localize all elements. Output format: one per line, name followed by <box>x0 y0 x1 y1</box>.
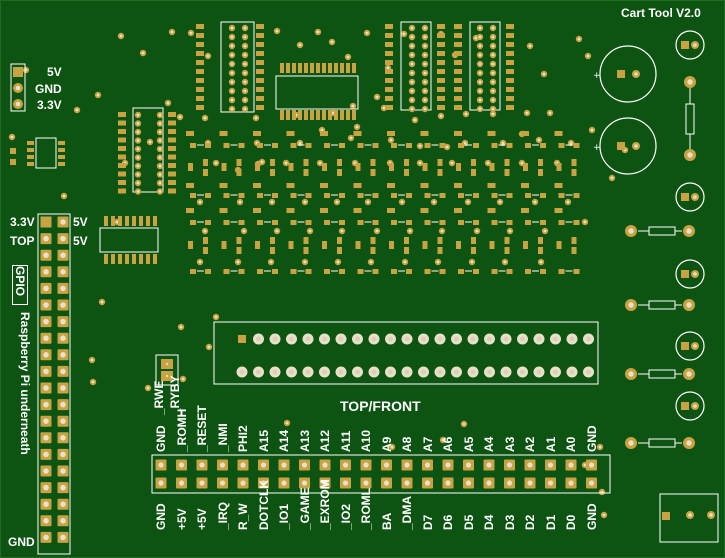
top-pin-label: _NMI <box>215 423 230 452</box>
bottom-pin-label: _EXROM <box>318 479 332 530</box>
bottom-pin-label: _GAME <box>297 487 312 530</box>
bottom-pin-label: _DMA <box>400 495 414 530</box>
top-pin-label: A1 <box>543 436 558 452</box>
bottom-pin-label: D1 <box>543 514 558 530</box>
gpio-label-5v-a: 5V <box>73 215 88 229</box>
bottom-header-outline <box>151 454 611 494</box>
top-pin-label: A9 <box>379 436 394 452</box>
top-pin-label: A6 <box>441 436 455 452</box>
bottom-pin-label: D7 <box>420 514 435 530</box>
led-d5 <box>675 30 705 60</box>
top-pin-label: A12 <box>318 429 332 452</box>
bottom-pin-label: R_W <box>236 503 250 530</box>
bottom-pin-label: GND <box>154 503 168 530</box>
top-pin-label: A0 <box>564 436 578 452</box>
gpio-label-3v3: 3.3V <box>10 215 35 229</box>
cartridge-connector-outline <box>213 321 599 385</box>
bottom-pin-label: GND <box>584 503 599 530</box>
top-pin-label: A3 <box>502 436 517 452</box>
header-label-gnd: GND <box>35 82 62 96</box>
bottom-pin-label: D3 <box>502 514 517 530</box>
header-label-5v: 5V <box>47 65 62 79</box>
raspberry-pi-note: Raspberry Pi underneath <box>18 312 32 455</box>
jumper-label-rwe: _RWE <box>152 380 166 415</box>
header-label-3v3: 3.3V <box>37 98 62 112</box>
regulator-u13-outline <box>659 493 719 543</box>
power-header-outline <box>10 63 26 112</box>
bottom-pin-label: _ROML <box>359 488 373 530</box>
led-d1 <box>675 391 705 421</box>
top-pin-label: _ROMH <box>174 408 189 452</box>
led-d4 <box>675 182 705 212</box>
gpio-tag-box <box>12 265 28 305</box>
connector-title: TOP/FRONT <box>340 398 421 414</box>
svg-text:+: + <box>593 143 601 153</box>
gpio-label-top: TOP <box>10 234 35 248</box>
top-pin-label: A7 <box>420 436 435 452</box>
bottom-pin-label: D4 <box>482 514 496 530</box>
top-pin-label: A13 <box>297 429 312 452</box>
bottom-pin-label: +5V <box>174 508 189 530</box>
chip-u6-outline <box>99 227 159 253</box>
capacitor-c1 <box>599 45 657 103</box>
capacitor-c2 <box>599 117 657 175</box>
svg-text:+: + <box>593 71 601 81</box>
led-d3 <box>675 259 705 289</box>
top-pin-label: A2 <box>523 436 537 452</box>
top-pin-label: GND <box>584 425 599 452</box>
chip-u80-outline <box>35 137 57 169</box>
chip-u2-outline <box>469 21 501 111</box>
top-pin-label: A14 <box>277 429 291 452</box>
bottom-pin-label: D0 <box>564 514 578 530</box>
bottom-pin-label: BA <box>379 512 394 530</box>
gpio-label-5v-b: 5V <box>73 234 88 248</box>
top-pin-label: A8 <box>400 436 414 452</box>
top-pin-label: A11 <box>338 430 353 452</box>
bottom-pin-label: D2 <box>523 514 537 530</box>
top-pin-label: A10 <box>359 429 373 452</box>
bottom-pin-label: DOTCLK <box>256 480 271 530</box>
chip-u3-outline <box>400 21 432 111</box>
gpio-header-outline <box>37 213 71 555</box>
bottom-pin-label: D5 <box>461 514 476 530</box>
bottom-pin-label: _IO1 <box>277 503 291 530</box>
chip-u5-outline <box>275 75 359 110</box>
bottom-pin-label: +5V <box>195 508 209 530</box>
top-pin-label: PHI2 <box>236 425 250 452</box>
top-pin-label: _RESET <box>195 405 209 452</box>
top-pin-label: A4 <box>482 436 496 452</box>
chip-u1-outline <box>220 21 255 113</box>
bottom-pin-label: D6 <box>441 514 455 530</box>
gpio-tag: GPIO <box>13 266 27 297</box>
top-pin-label: GND <box>154 425 168 452</box>
jumper-outline <box>155 354 179 386</box>
top-pin-label: A5 <box>461 436 476 452</box>
board-title: Cart Tool V2.0 <box>621 6 701 20</box>
top-pin-label: A15 <box>256 429 271 452</box>
bottom-pin-label: _IO2 <box>338 503 353 530</box>
gpio-label-gnd: GND <box>8 535 35 549</box>
led-d2 <box>675 331 705 361</box>
bottom-pin-label: _IRQ <box>215 501 230 530</box>
